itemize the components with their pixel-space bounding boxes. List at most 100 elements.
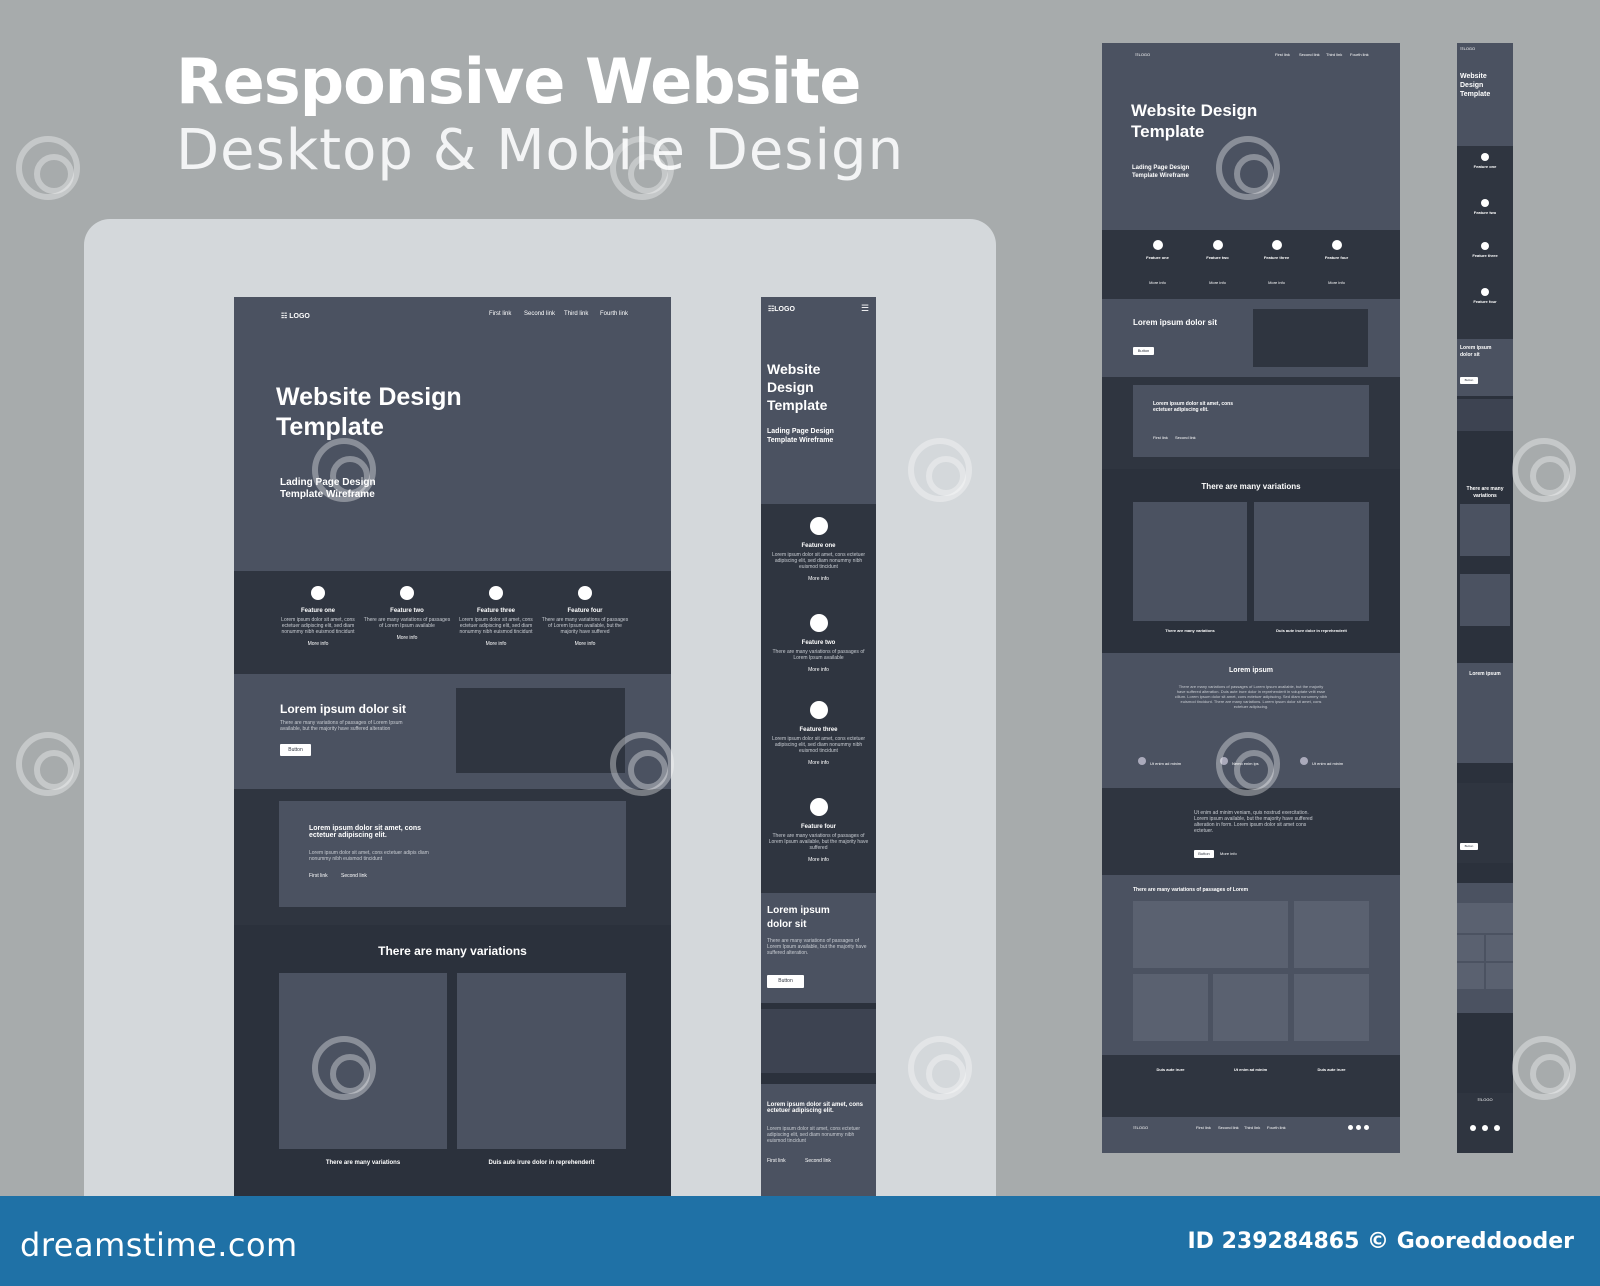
- mfull-section4-title: Lorem ipsum: [1469, 671, 1501, 677]
- feature-link[interactable]: More info: [1268, 280, 1285, 285]
- desktop-wireframe: ☷ LOGO First link Second link Third link…: [234, 297, 671, 1196]
- mfull-hero-title-1: Website: [1460, 73, 1487, 80]
- full-grid-image-1: [1133, 901, 1288, 968]
- mobile-hero-title-3: Template: [767, 397, 828, 413]
- social-icon[interactable]: [1348, 1125, 1353, 1130]
- watermark-logo-icon: [16, 136, 80, 200]
- desktop-section-1: Lorem ipsum dolor sit There are many var…: [234, 674, 671, 789]
- feature-icon: [400, 586, 414, 600]
- headline: Responsive Website Desktop & Mobile Desi…: [176, 46, 904, 184]
- feature-link[interactable]: More info: [396, 635, 418, 641]
- feature-title: Feature one: [801, 543, 836, 549]
- desktop-feature-3: Feature three Lorem ipsum dolor sit amet…: [452, 586, 540, 647]
- feature-link[interactable]: More info: [307, 641, 329, 647]
- full-logo[interactable]: ☷LOGO: [1135, 52, 1151, 57]
- mfull-logo[interactable]: ☷LOGO: [1460, 46, 1476, 51]
- feature-link[interactable]: More info: [1328, 280, 1345, 285]
- mobile-logo[interactable]: ☷LOGO: [768, 306, 795, 313]
- mobile-section2-link1[interactable]: First link: [767, 1158, 786, 1164]
- feature-link[interactable]: More info: [1149, 280, 1166, 285]
- full-section1-button[interactable]: Button: [1133, 347, 1154, 355]
- desktop-section1-button[interactable]: Button: [280, 744, 311, 756]
- desktop-nav-1[interactable]: First link: [489, 311, 512, 317]
- feature-link[interactable]: More info: [808, 667, 829, 673]
- full-quote-link[interactable]: More info: [1220, 851, 1237, 856]
- full-section2-link1[interactable]: First link: [1153, 435, 1168, 440]
- feature-icon: [311, 586, 325, 600]
- mobile-wireframe: ☷LOGO ☰ Website Design Template Lading P…: [761, 297, 876, 1196]
- feature-icon: [809, 701, 828, 719]
- full-nav-1[interactable]: First link: [1275, 52, 1290, 57]
- desktop-section2-link2[interactable]: Second link: [341, 873, 367, 879]
- brand-site[interactable]: dreamstime.com: [20, 1226, 298, 1264]
- desktop-section2-link1[interactable]: First link: [309, 873, 328, 879]
- desktop-gallery-image-2: [457, 973, 626, 1149]
- mfull-section1-button[interactable]: Button: [1460, 377, 1478, 384]
- mfull-grid-image-2: [1457, 935, 1484, 961]
- mfull-quote-button[interactable]: Button: [1460, 843, 1478, 850]
- watermark-logo-icon: [16, 732, 80, 796]
- desktop-nav-2[interactable]: Second link: [524, 311, 556, 317]
- full-col-1: Duis aute irure: [1156, 1067, 1185, 1072]
- feature-text: There are many variations of passages of…: [768, 833, 869, 851]
- feature-link[interactable]: More info: [574, 641, 596, 647]
- mfull-section1-title-1: Lorem ipsum: [1460, 345, 1492, 351]
- full-footer-link-4[interactable]: Fourth link: [1267, 1125, 1286, 1130]
- full-section-3: There are many variations There are many…: [1102, 469, 1400, 653]
- feature-link[interactable]: More info: [1209, 280, 1226, 285]
- social-icon[interactable]: [1482, 1125, 1488, 1131]
- full-nav-3[interactable]: Third link: [1326, 52, 1343, 57]
- full-footer-link-1[interactable]: First link: [1196, 1125, 1211, 1130]
- desktop-section2-card: Lorem ipsum dolor sit amet, cons ectetue…: [279, 801, 626, 907]
- feature-link[interactable]: More info: [485, 641, 507, 647]
- mfull-section3-title-2: variations: [1473, 493, 1497, 499]
- watermark-logo-icon: [312, 1036, 376, 1100]
- social-icon[interactable]: [1356, 1125, 1361, 1130]
- full-quote-button[interactable]: Button: [1194, 850, 1214, 858]
- full-section2-link2[interactable]: Second link: [1175, 435, 1196, 440]
- feature-link[interactable]: More info: [808, 760, 829, 766]
- feature-icon: [1481, 288, 1489, 296]
- desktop-section3-title: There are many variations: [378, 944, 527, 958]
- desktop-feature-4: Feature four There are many variations o…: [541, 586, 629, 647]
- feature-title: Feature two: [801, 640, 836, 646]
- social-icon[interactable]: [1470, 1125, 1476, 1131]
- feature-text: There are many variations of passages of…: [541, 617, 629, 635]
- desktop-nav-3[interactable]: Third link: [564, 311, 589, 317]
- desktop-features: Feature one Lorem ipsum dolor sit amet, …: [234, 571, 671, 674]
- full-nav-2[interactable]: Second link: [1299, 52, 1320, 57]
- social-icon[interactable]: [1364, 1125, 1369, 1130]
- headline-title: Responsive Website: [176, 45, 861, 118]
- feature-icon: [1481, 153, 1489, 161]
- full-grid-image-4: [1213, 974, 1288, 1041]
- feature-link[interactable]: More info: [808, 576, 829, 582]
- full-footer-link-3[interactable]: Third link: [1244, 1125, 1261, 1130]
- mfull-section1-title-2: dolor sit: [1460, 352, 1480, 358]
- image-credit: ID 239284865 © Gooreddooder: [1187, 1229, 1575, 1254]
- desktop-logo[interactable]: ☷ LOGO: [281, 313, 310, 320]
- full-nav-4[interactable]: Fourth link: [1350, 52, 1369, 57]
- full-footer-link-2[interactable]: Second link: [1218, 1125, 1239, 1130]
- mobile-section-1: Lorem ipsum dolor sit There are many var…: [761, 893, 876, 1003]
- mfull-feature-4: Feature four: [1473, 299, 1497, 304]
- mobile-section1-button[interactable]: Button: [767, 975, 804, 988]
- mfull-feature-3: Feature three: [1472, 253, 1498, 258]
- mobile-section2-link2[interactable]: Second link: [805, 1158, 831, 1164]
- mfull-hero-title-2: Design: [1460, 82, 1484, 89]
- feature-title: Feature one: [300, 608, 335, 614]
- hamburger-menu-icon[interactable]: ☰: [861, 303, 870, 313]
- mfull-footer-logo[interactable]: ☷LOGO: [1477, 1097, 1493, 1102]
- feature-text: There are many variations of passages of…: [363, 617, 451, 629]
- feature-icon: [809, 517, 828, 535]
- desktop-nav-4[interactable]: Fourth link: [600, 311, 629, 317]
- feature-text: Lorem ipsum dolor sit amet, cons ectetue…: [771, 552, 866, 570]
- full-feature-2: Feature two More info: [1190, 240, 1245, 285]
- feature-title: Feature four: [800, 824, 836, 830]
- mobile-section1-title-2: dolor sit: [767, 919, 807, 930]
- mfull-gallery-image-1: [1460, 504, 1510, 556]
- mfull-section3-title-1: There are many: [1466, 486, 1504, 492]
- desktop-hero: ☷ LOGO First link Second link Third link…: [234, 297, 671, 571]
- full-footer-logo[interactable]: ☷LOGO: [1133, 1125, 1149, 1130]
- social-icon[interactable]: [1494, 1125, 1500, 1131]
- feature-link[interactable]: More info: [808, 857, 829, 863]
